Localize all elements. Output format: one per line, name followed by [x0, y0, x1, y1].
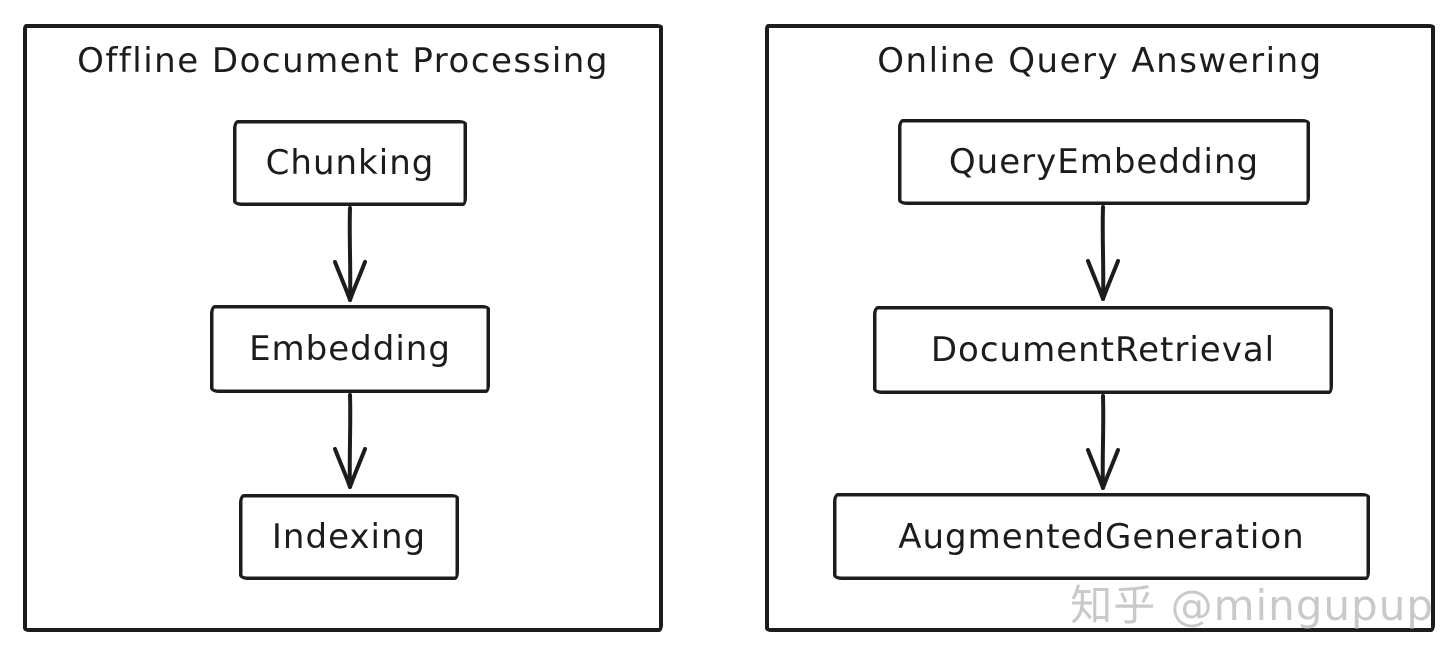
panel-online-query-answering: Online Query Answering QueryEmbedding Do…	[765, 24, 1435, 632]
panel-title-online: Online Query Answering	[877, 41, 1323, 81]
node-embedding: Embedding	[210, 305, 490, 393]
arrow-down-icon	[1086, 394, 1120, 490]
arrow-down-icon	[1086, 205, 1120, 301]
node-indexing: Indexing	[239, 494, 459, 580]
node-document-retrieval: DocumentRetrieval	[873, 306, 1333, 394]
node-augmented-generation: AugmentedGeneration	[833, 493, 1370, 580]
panel-title-offline: Offline Document Processing	[77, 41, 609, 81]
arrow-down-icon	[333, 206, 367, 302]
node-chunking: Chunking	[233, 120, 467, 206]
watermark: 知乎 @mingupup	[1070, 581, 1434, 630]
arrow-down-icon	[333, 393, 367, 489]
node-query-embedding: QueryEmbedding	[898, 119, 1310, 205]
panel-offline-document-processing: Offline Document Processing Chunking Emb…	[23, 24, 663, 632]
